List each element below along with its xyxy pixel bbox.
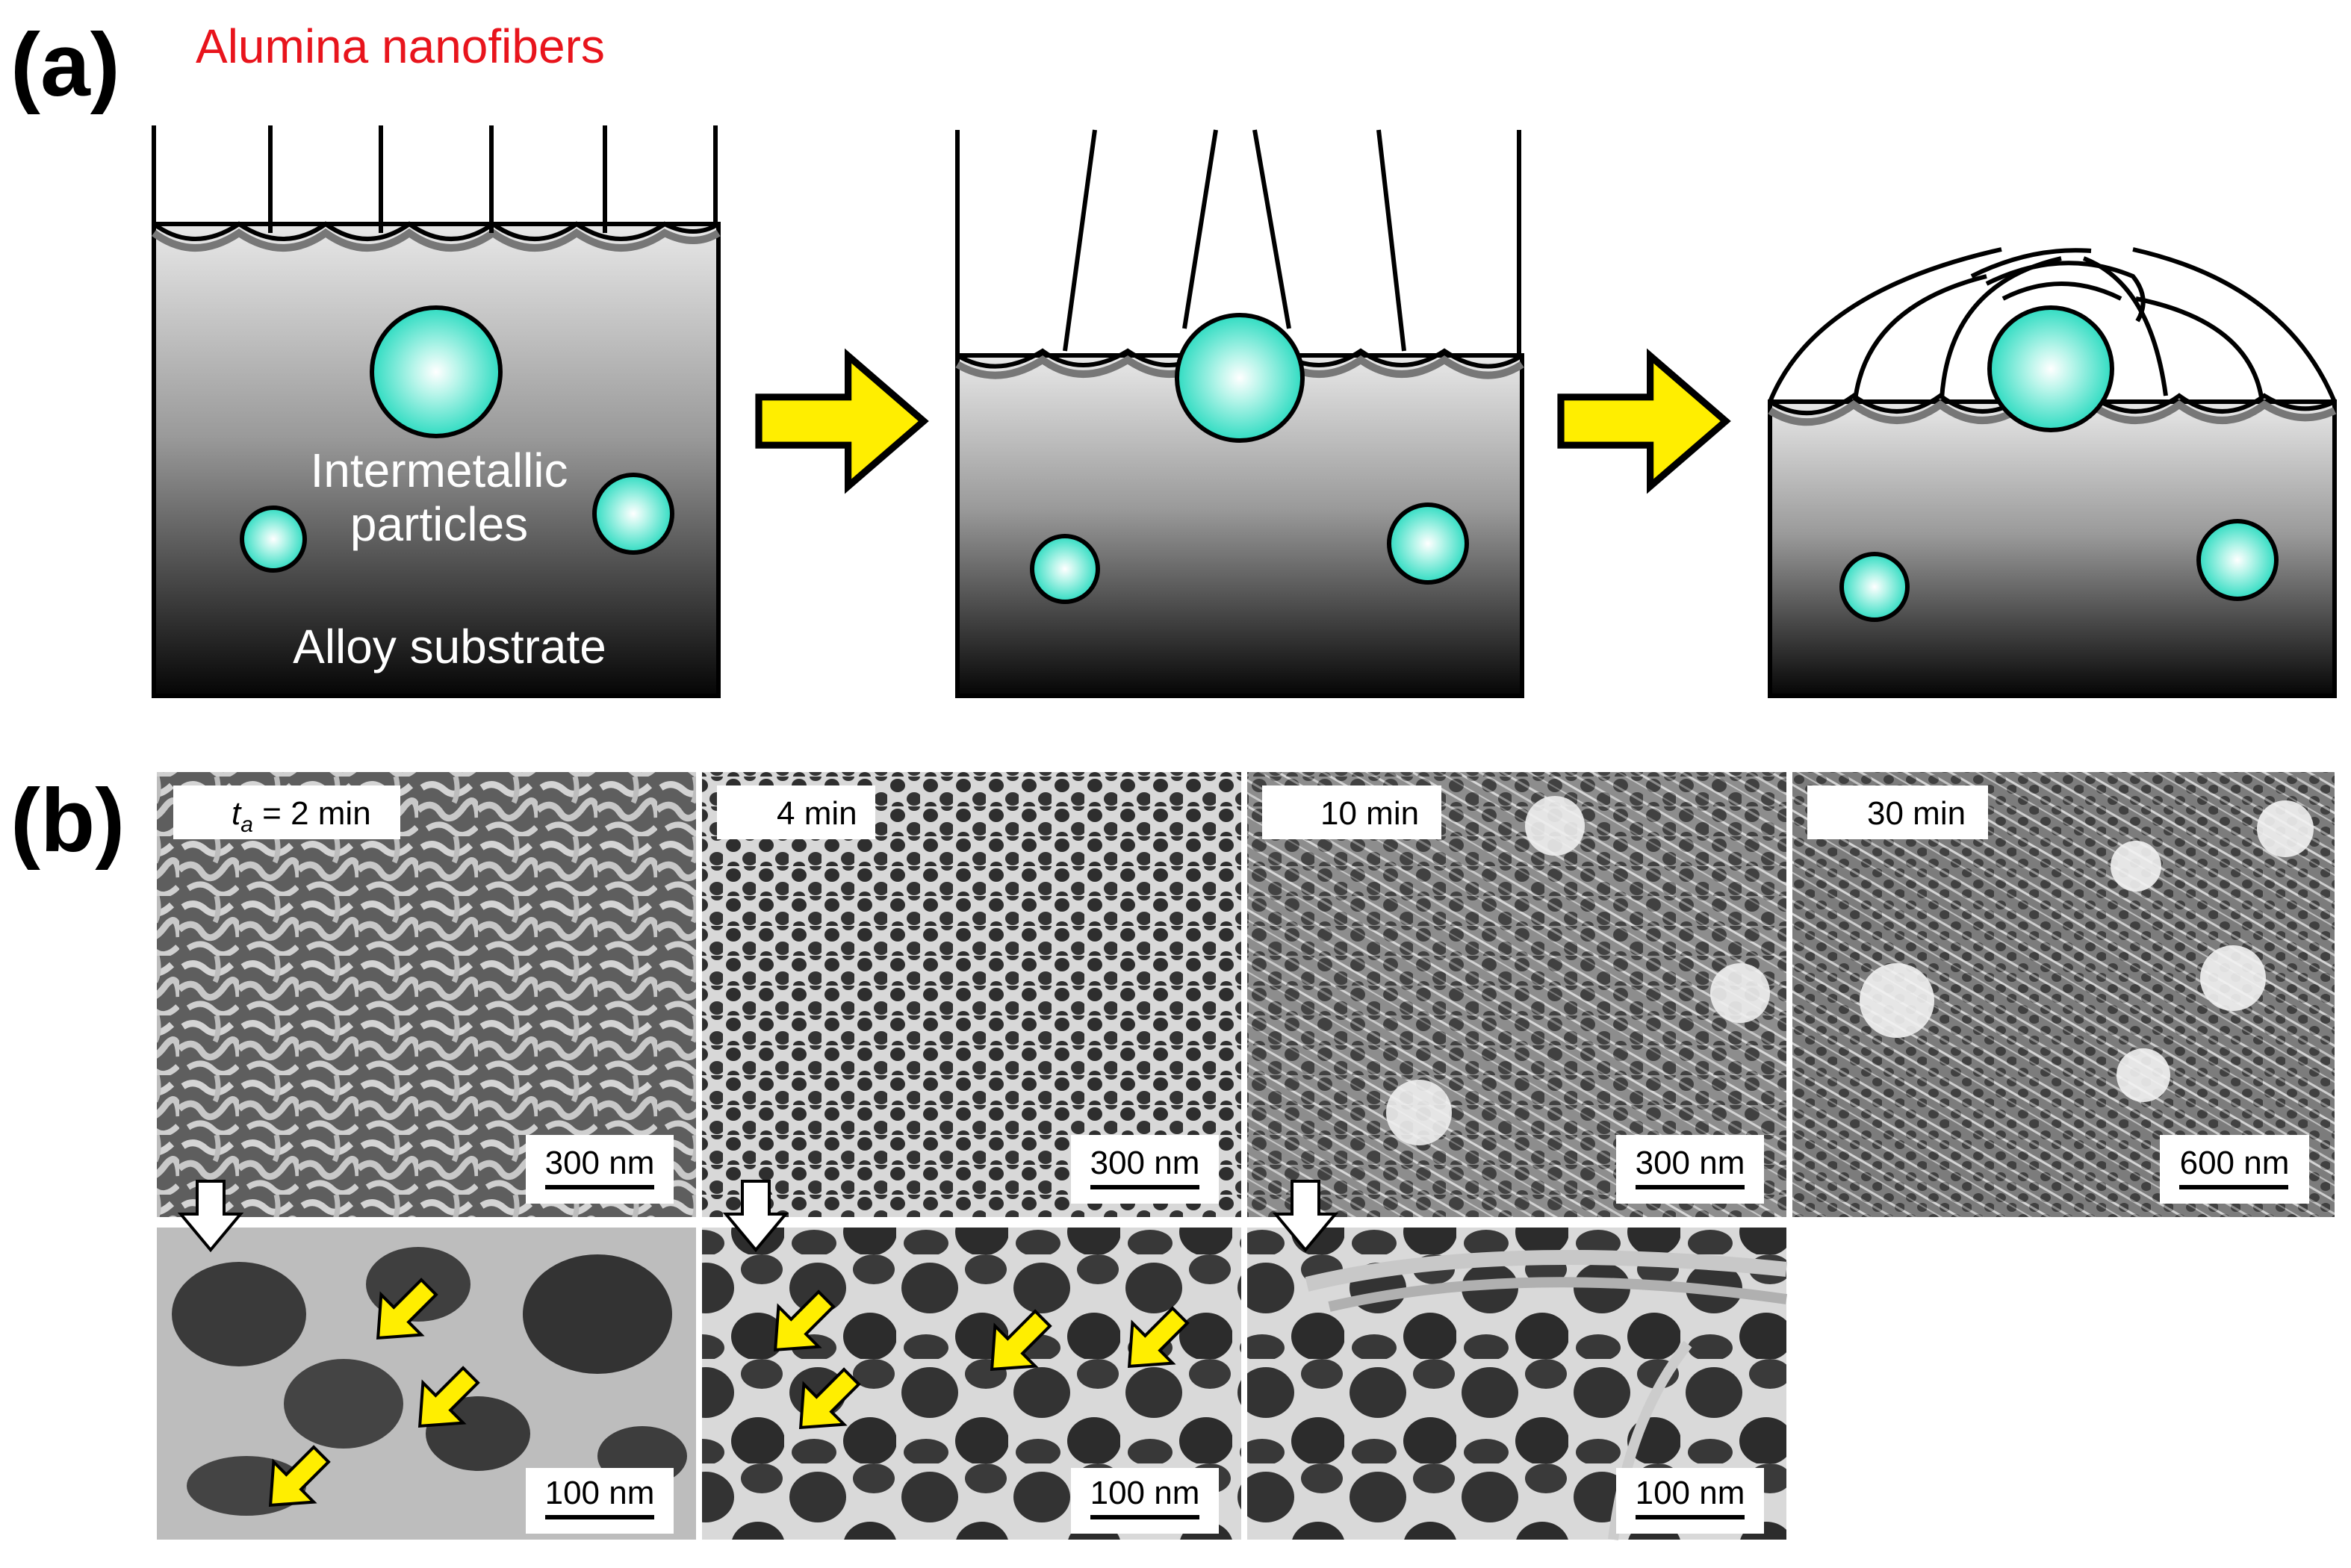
alumina-title: Alumina nanofibers xyxy=(196,19,605,73)
scale-label-5: 100 nm xyxy=(545,1475,655,1511)
label-alloy-substrate: Alloy substrate xyxy=(293,620,606,673)
scale-label-6: 100 nm xyxy=(1090,1475,1200,1511)
sem-time-label-1: ta = 2 min xyxy=(232,795,371,837)
yellow-arrow-icon xyxy=(759,356,924,487)
sem-image-2min: ta = 2 min 300 nm xyxy=(157,772,696,1217)
sem-zoom-10min: 100 nm xyxy=(1247,1228,1788,1540)
sem-time-label-2: 4 min xyxy=(777,795,857,832)
scale-label-1: 300 nm xyxy=(545,1145,655,1181)
label-particles: particles xyxy=(350,497,528,551)
diagram-stage-2 xyxy=(955,129,1524,698)
panel-b-letter: (b) xyxy=(10,771,125,871)
label-intermetallic: Intermetallic xyxy=(311,444,568,497)
scale-label-3: 300 nm xyxy=(1636,1145,1745,1181)
panel-a-letter: (a) xyxy=(10,15,120,115)
sem-image-30min: 30 min 600 nm xyxy=(1792,772,2335,1217)
sem-time-label-3: 10 min xyxy=(1320,795,1419,832)
sem-zoom-2min: 100 nm xyxy=(157,1228,696,1540)
sem-image-4min: 300 nm 4 min 300 nm xyxy=(702,772,1241,1217)
scale-label-2: 300 nm xyxy=(1090,1145,1200,1181)
diagram-stage-3 xyxy=(1768,247,2337,698)
sem-zoom-4min: 100 nm xyxy=(702,1228,1241,1540)
scale-label-7: 100 nm xyxy=(1636,1475,1745,1511)
sem-time-label-4: 30 min xyxy=(1867,795,1966,832)
diagram-stage-1: Intermetallic particles Alloy substrate xyxy=(152,125,721,698)
sem-image-10min: 10 min 300 nm xyxy=(1247,772,1786,1217)
yellow-arrow-icon xyxy=(1561,356,1726,487)
scale-label-4: 600 nm xyxy=(2180,1145,2290,1181)
